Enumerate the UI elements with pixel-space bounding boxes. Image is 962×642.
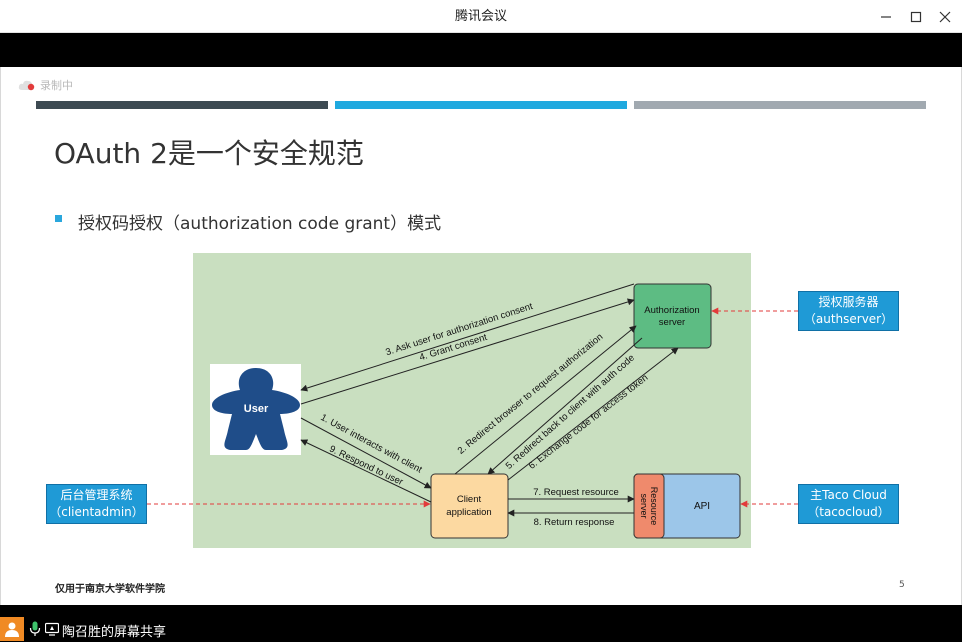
arrow-4 bbox=[300, 298, 635, 405]
microphone-icon[interactable] bbox=[29, 621, 41, 637]
slide-title: OAuth 2是一个安全规范 bbox=[54, 137, 364, 170]
minimize-icon bbox=[881, 15, 891, 18]
shared-screen-top-band bbox=[0, 33, 962, 67]
client-app-node: Client application bbox=[430, 473, 509, 539]
resource-server-label-line1: Resource bbox=[649, 487, 659, 526]
bullet-text: 授权码授权（authorization code grant）模式 bbox=[78, 214, 442, 234]
callout-auth-server-line1: 授权服务器 bbox=[818, 295, 879, 309]
recording-cloud-icon bbox=[18, 80, 35, 91]
screen-share-icon[interactable] bbox=[45, 622, 59, 636]
user-icon bbox=[5, 622, 19, 637]
header-stripe-gray bbox=[634, 101, 926, 109]
share-bar bbox=[0, 605, 962, 642]
client-label-line2: application bbox=[446, 507, 491, 518]
arrow-1 bbox=[300, 417, 432, 489]
user-node-label: User bbox=[244, 403, 269, 415]
header-stripe-blue bbox=[335, 101, 627, 109]
user-avatar-button[interactable] bbox=[0, 617, 24, 641]
auth-server-node: Authorization server bbox=[633, 283, 712, 349]
callout-auth-server: 授权服务器 （authserver） bbox=[798, 291, 899, 331]
auth-server-label-line1: Authorization bbox=[644, 305, 699, 316]
bullet-marker bbox=[55, 215, 62, 222]
arrow-3 bbox=[300, 283, 635, 392]
resource-server-label-line2: server bbox=[639, 493, 649, 518]
arrow-6 bbox=[507, 347, 679, 481]
close-icon bbox=[939, 11, 951, 22]
slide-footer: 仅用于南京大学软件学院 bbox=[55, 584, 165, 595]
slide-page-number: 5 bbox=[899, 580, 905, 590]
arrow-5 bbox=[487, 337, 643, 475]
recording-indicator: 录制中 bbox=[18, 76, 73, 94]
close-button[interactable] bbox=[928, 0, 962, 33]
callout-resource: 主Taco Cloud （tacocloud） bbox=[798, 484, 899, 524]
arrow-7-label: 7. Request resource bbox=[533, 487, 619, 498]
recording-label: 录制中 bbox=[40, 79, 73, 92]
auth-server-label-line2: server bbox=[659, 317, 685, 328]
user-node: User bbox=[210, 364, 301, 455]
callout-client-line1: 后台管理系统 bbox=[60, 488, 133, 502]
client-label-line1: Client bbox=[457, 494, 482, 505]
arrow-8-label: 8. Return response bbox=[534, 517, 615, 528]
callout-resource-line2: （tacocloud） bbox=[807, 505, 890, 519]
arrow-2 bbox=[454, 325, 637, 475]
window-title: 腾讯会议 bbox=[454, 9, 507, 24]
callout-resource-line1: 主Taco Cloud bbox=[810, 488, 887, 502]
maximize-icon bbox=[910, 11, 922, 22]
api-label: API bbox=[694, 501, 710, 512]
callout-client-line2: （clientadmin） bbox=[49, 505, 144, 519]
maximize-button[interactable] bbox=[899, 0, 933, 33]
share-bar-label: 陶召胜的屏幕共享 bbox=[62, 625, 167, 640]
resource-server-node: Resource server API bbox=[633, 473, 741, 539]
minimize-button[interactable] bbox=[869, 0, 903, 33]
window-titlebar bbox=[0, 0, 962, 33]
callout-auth-server-line2: （authserver） bbox=[803, 312, 894, 326]
header-stripe-dark bbox=[36, 101, 328, 109]
arrow-5-label: 5. Redirect back to client with auth cod… bbox=[504, 352, 637, 471]
arrow-9 bbox=[300, 439, 432, 503]
callout-client: 后台管理系统 （clientadmin） bbox=[46, 484, 147, 524]
